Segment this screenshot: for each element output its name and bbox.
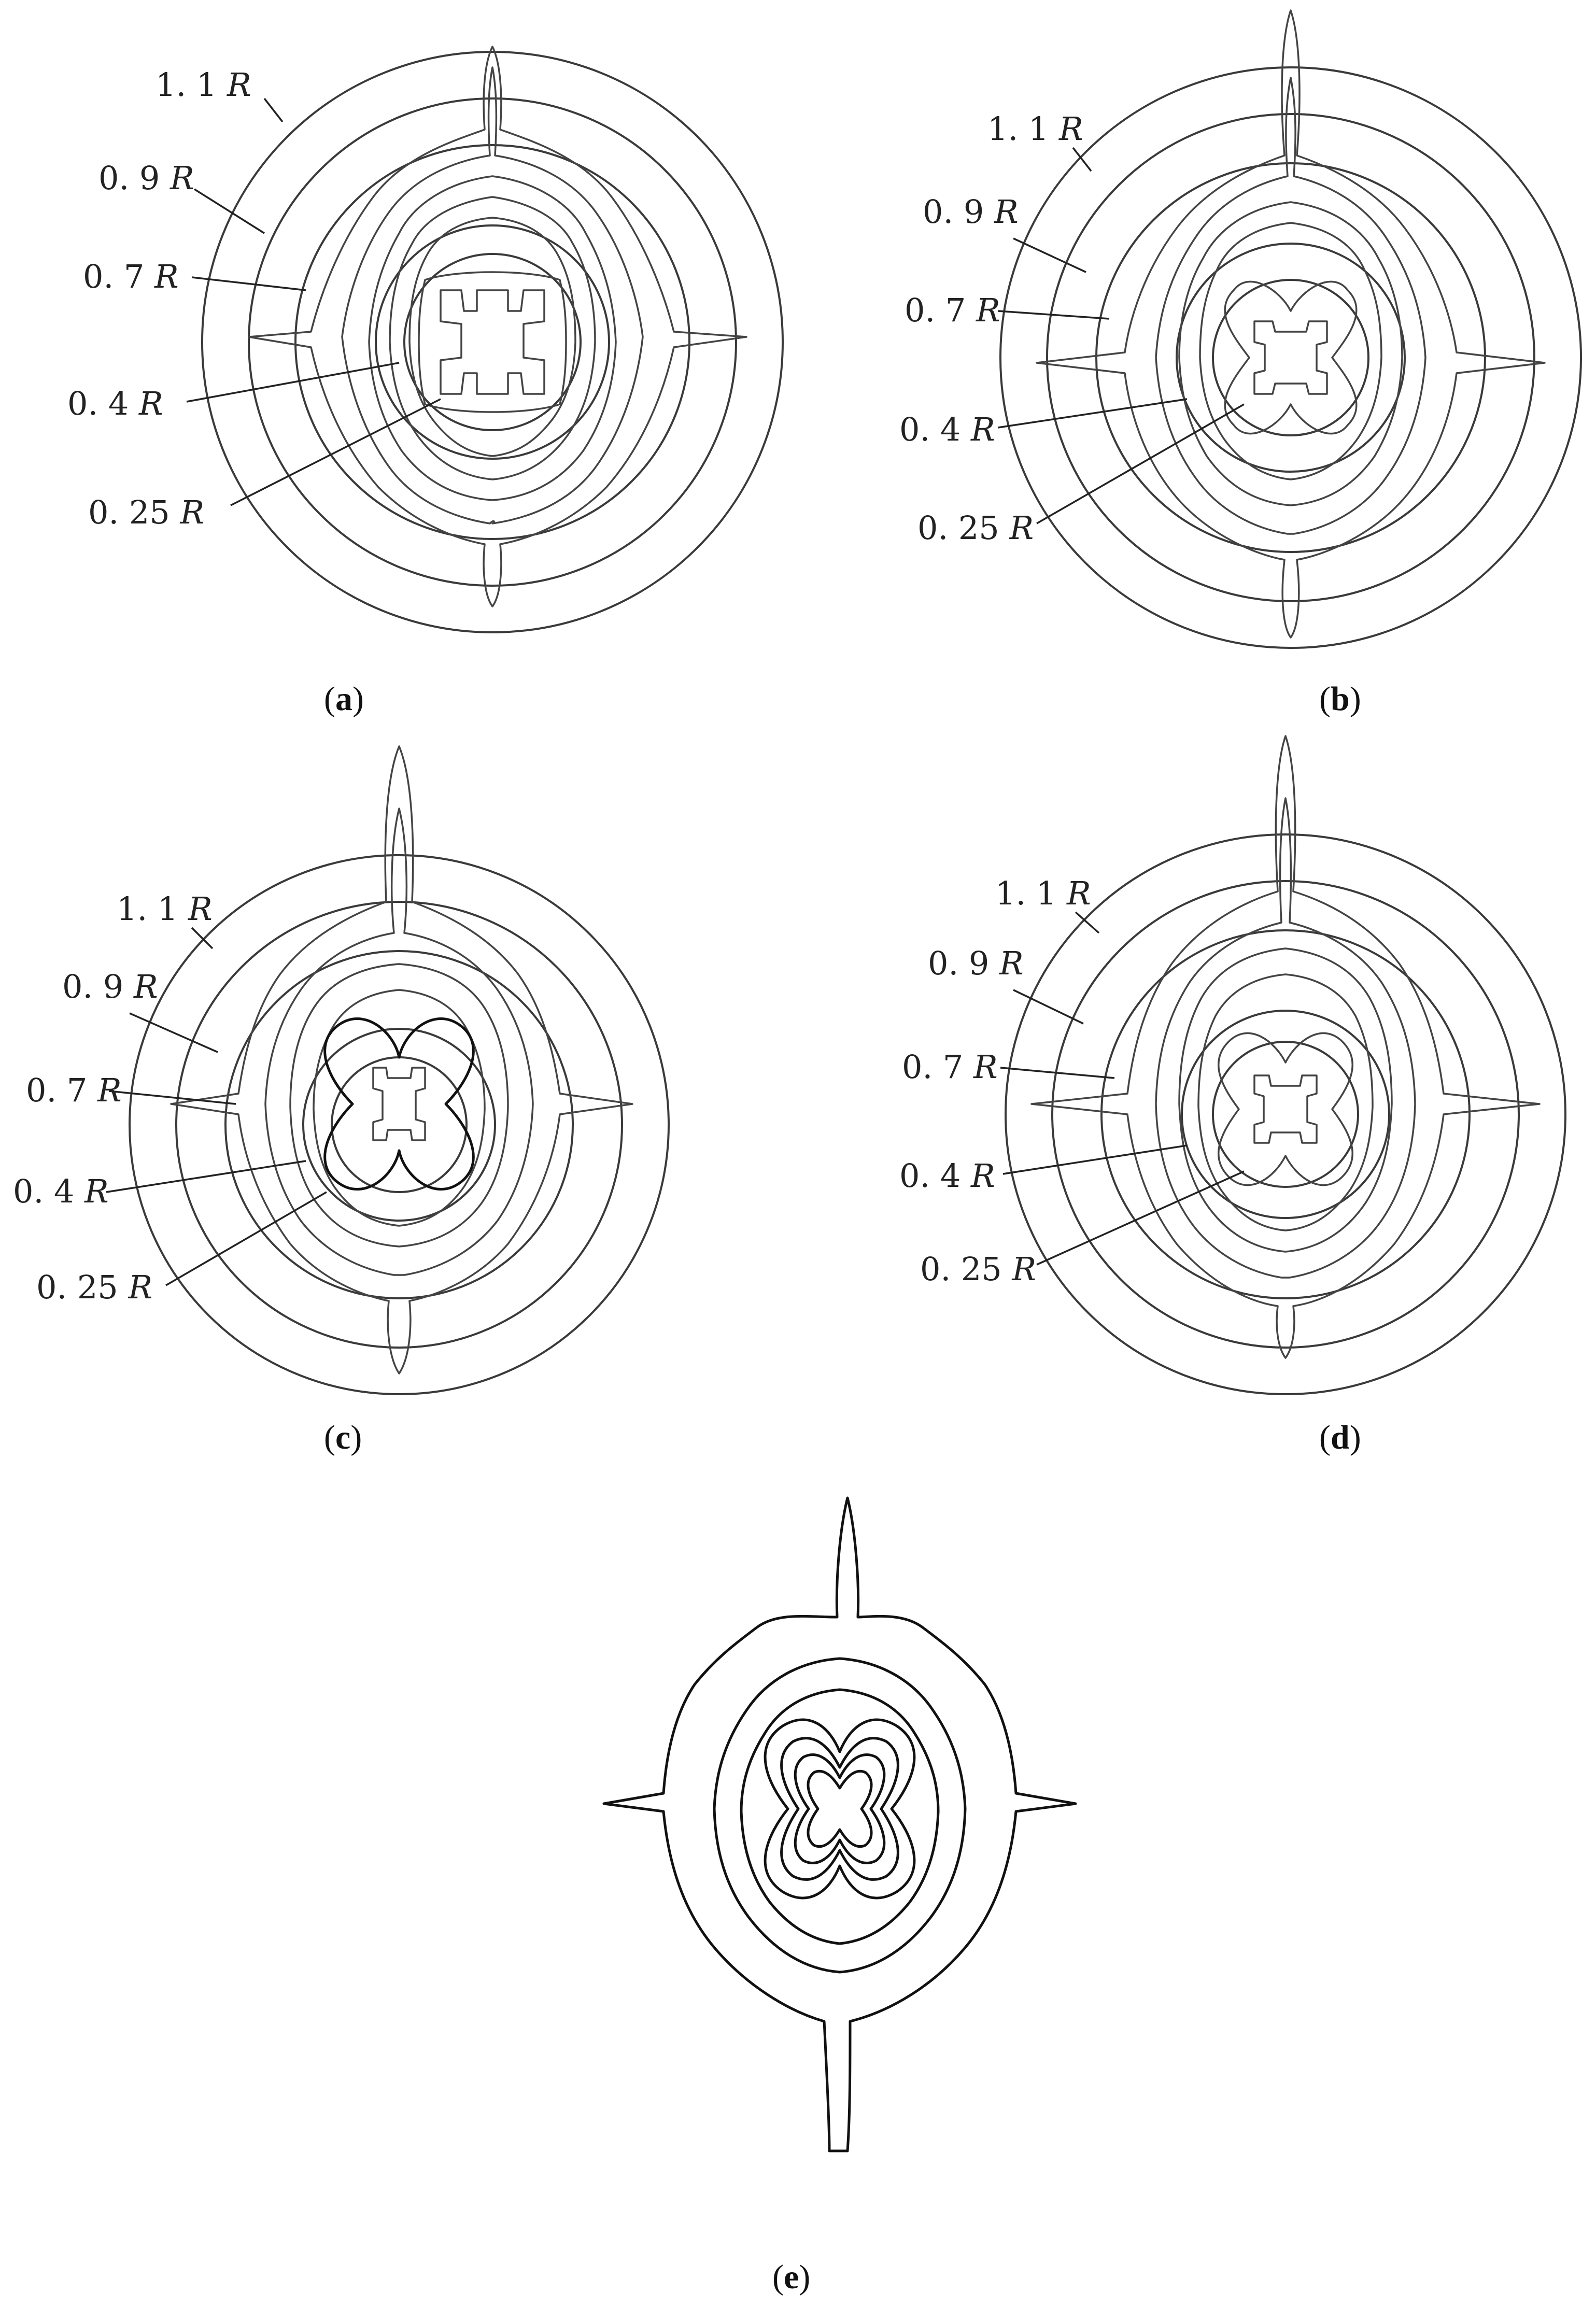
panel-c-caption: (c): [324, 1419, 362, 1456]
panel-c-contours: [170, 745, 633, 1375]
panel-c-label-1-1R: 1. 1 R: [117, 890, 213, 928]
panel-b-label-0-9R: 0. 9 R: [923, 193, 1019, 231]
panel-d-label-0-25R: 0. 25 R: [920, 1250, 1036, 1288]
panel-b: 1. 1 R 0. 9 R 0. 7 R 0. 4 R 0. 25 R (b): [899, 9, 1582, 718]
panel-c: 1. 1 R 0. 9 R 0. 7 R 0. 4 R 0. 25 R (c): [13, 745, 670, 1456]
panel-a-labels: 1. 1 R 0. 9 R 0. 7 R 0. 4 R 0. 25 R: [67, 66, 251, 531]
panel-b-contours: [1036, 9, 1546, 639]
panel-a-rings: [201, 51, 784, 633]
panel-b-label-0-4R: 0. 4 R: [899, 410, 995, 448]
panel-d-label-0-9R: 0. 9 R: [928, 944, 1024, 982]
panel-d-rings: [1005, 833, 1566, 1395]
panel-a-leader-lines: [186, 97, 441, 506]
panel-c-leader-lines: [106, 927, 327, 1286]
panel-d-contours: [1030, 735, 1541, 1359]
panel-e-contours: [602, 1496, 1077, 2152]
panel-d-label-0-4R: 0. 4 R: [899, 1157, 995, 1195]
panel-b-rings: [999, 66, 1582, 649]
panel-a: 1. 1 R 0. 9 R 0. 7 R 0. 4 R 0. 25 R (a): [67, 46, 784, 718]
panel-d-label-0-7R: 0. 7 R: [902, 1048, 998, 1086]
panel-c-labels: 1. 1 R 0. 9 R 0. 7 R 0. 4 R 0. 25 R: [13, 890, 213, 1306]
panel-c-label-0-9R: 0. 9 R: [62, 968, 158, 1005]
panel-c-label-0-25R: 0. 25 R: [36, 1268, 152, 1306]
panel-b-label-1-1R: 1. 1 R: [987, 110, 1083, 148]
panel-a-label-1-1R: 1. 1 R: [156, 66, 251, 104]
panel-c-label-0-7R: 0. 7 R: [26, 1071, 122, 1109]
panel-a-label-0-7R: 0. 7 R: [83, 258, 179, 295]
panel-d-label-1-1R: 1. 1 R: [995, 874, 1091, 912]
panel-c-label-0-4R: 0. 4 R: [13, 1172, 109, 1210]
panel-a-contours: [248, 46, 747, 607]
panel-a-label-0-25R: 0. 25 R: [88, 493, 204, 531]
panel-e: (e): [602, 1496, 1077, 2296]
panel-c-rings: [129, 854, 670, 1395]
panel-d-labels: 1. 1 R 0. 9 R 0. 7 R 0. 4 R 0. 25 R: [899, 874, 1091, 1288]
panel-b-labels: 1. 1 R 0. 9 R 0. 7 R 0. 4 R 0. 25 R: [899, 110, 1083, 547]
panel-a-label-0-4R: 0. 4 R: [67, 385, 163, 422]
panel-d-leader-lines: [1000, 911, 1245, 1266]
panel-a-caption: (a): [324, 680, 364, 718]
panel-d-caption: (d): [1319, 1419, 1361, 1456]
panel-b-leader-lines: [997, 147, 1245, 525]
panel-d: 1. 1 R 0. 9 R 0. 7 R 0. 4 R 0. 25 R (d): [899, 735, 1566, 1456]
panel-b-label-0-7R: 0. 7 R: [905, 291, 1000, 329]
panel-a-label-0-9R: 0. 9 R: [98, 159, 194, 197]
panel-b-label-0-25R: 0. 25 R: [917, 509, 1034, 547]
panel-e-caption: (e): [772, 2258, 810, 2296]
panel-b-caption: (b): [1319, 680, 1361, 718]
